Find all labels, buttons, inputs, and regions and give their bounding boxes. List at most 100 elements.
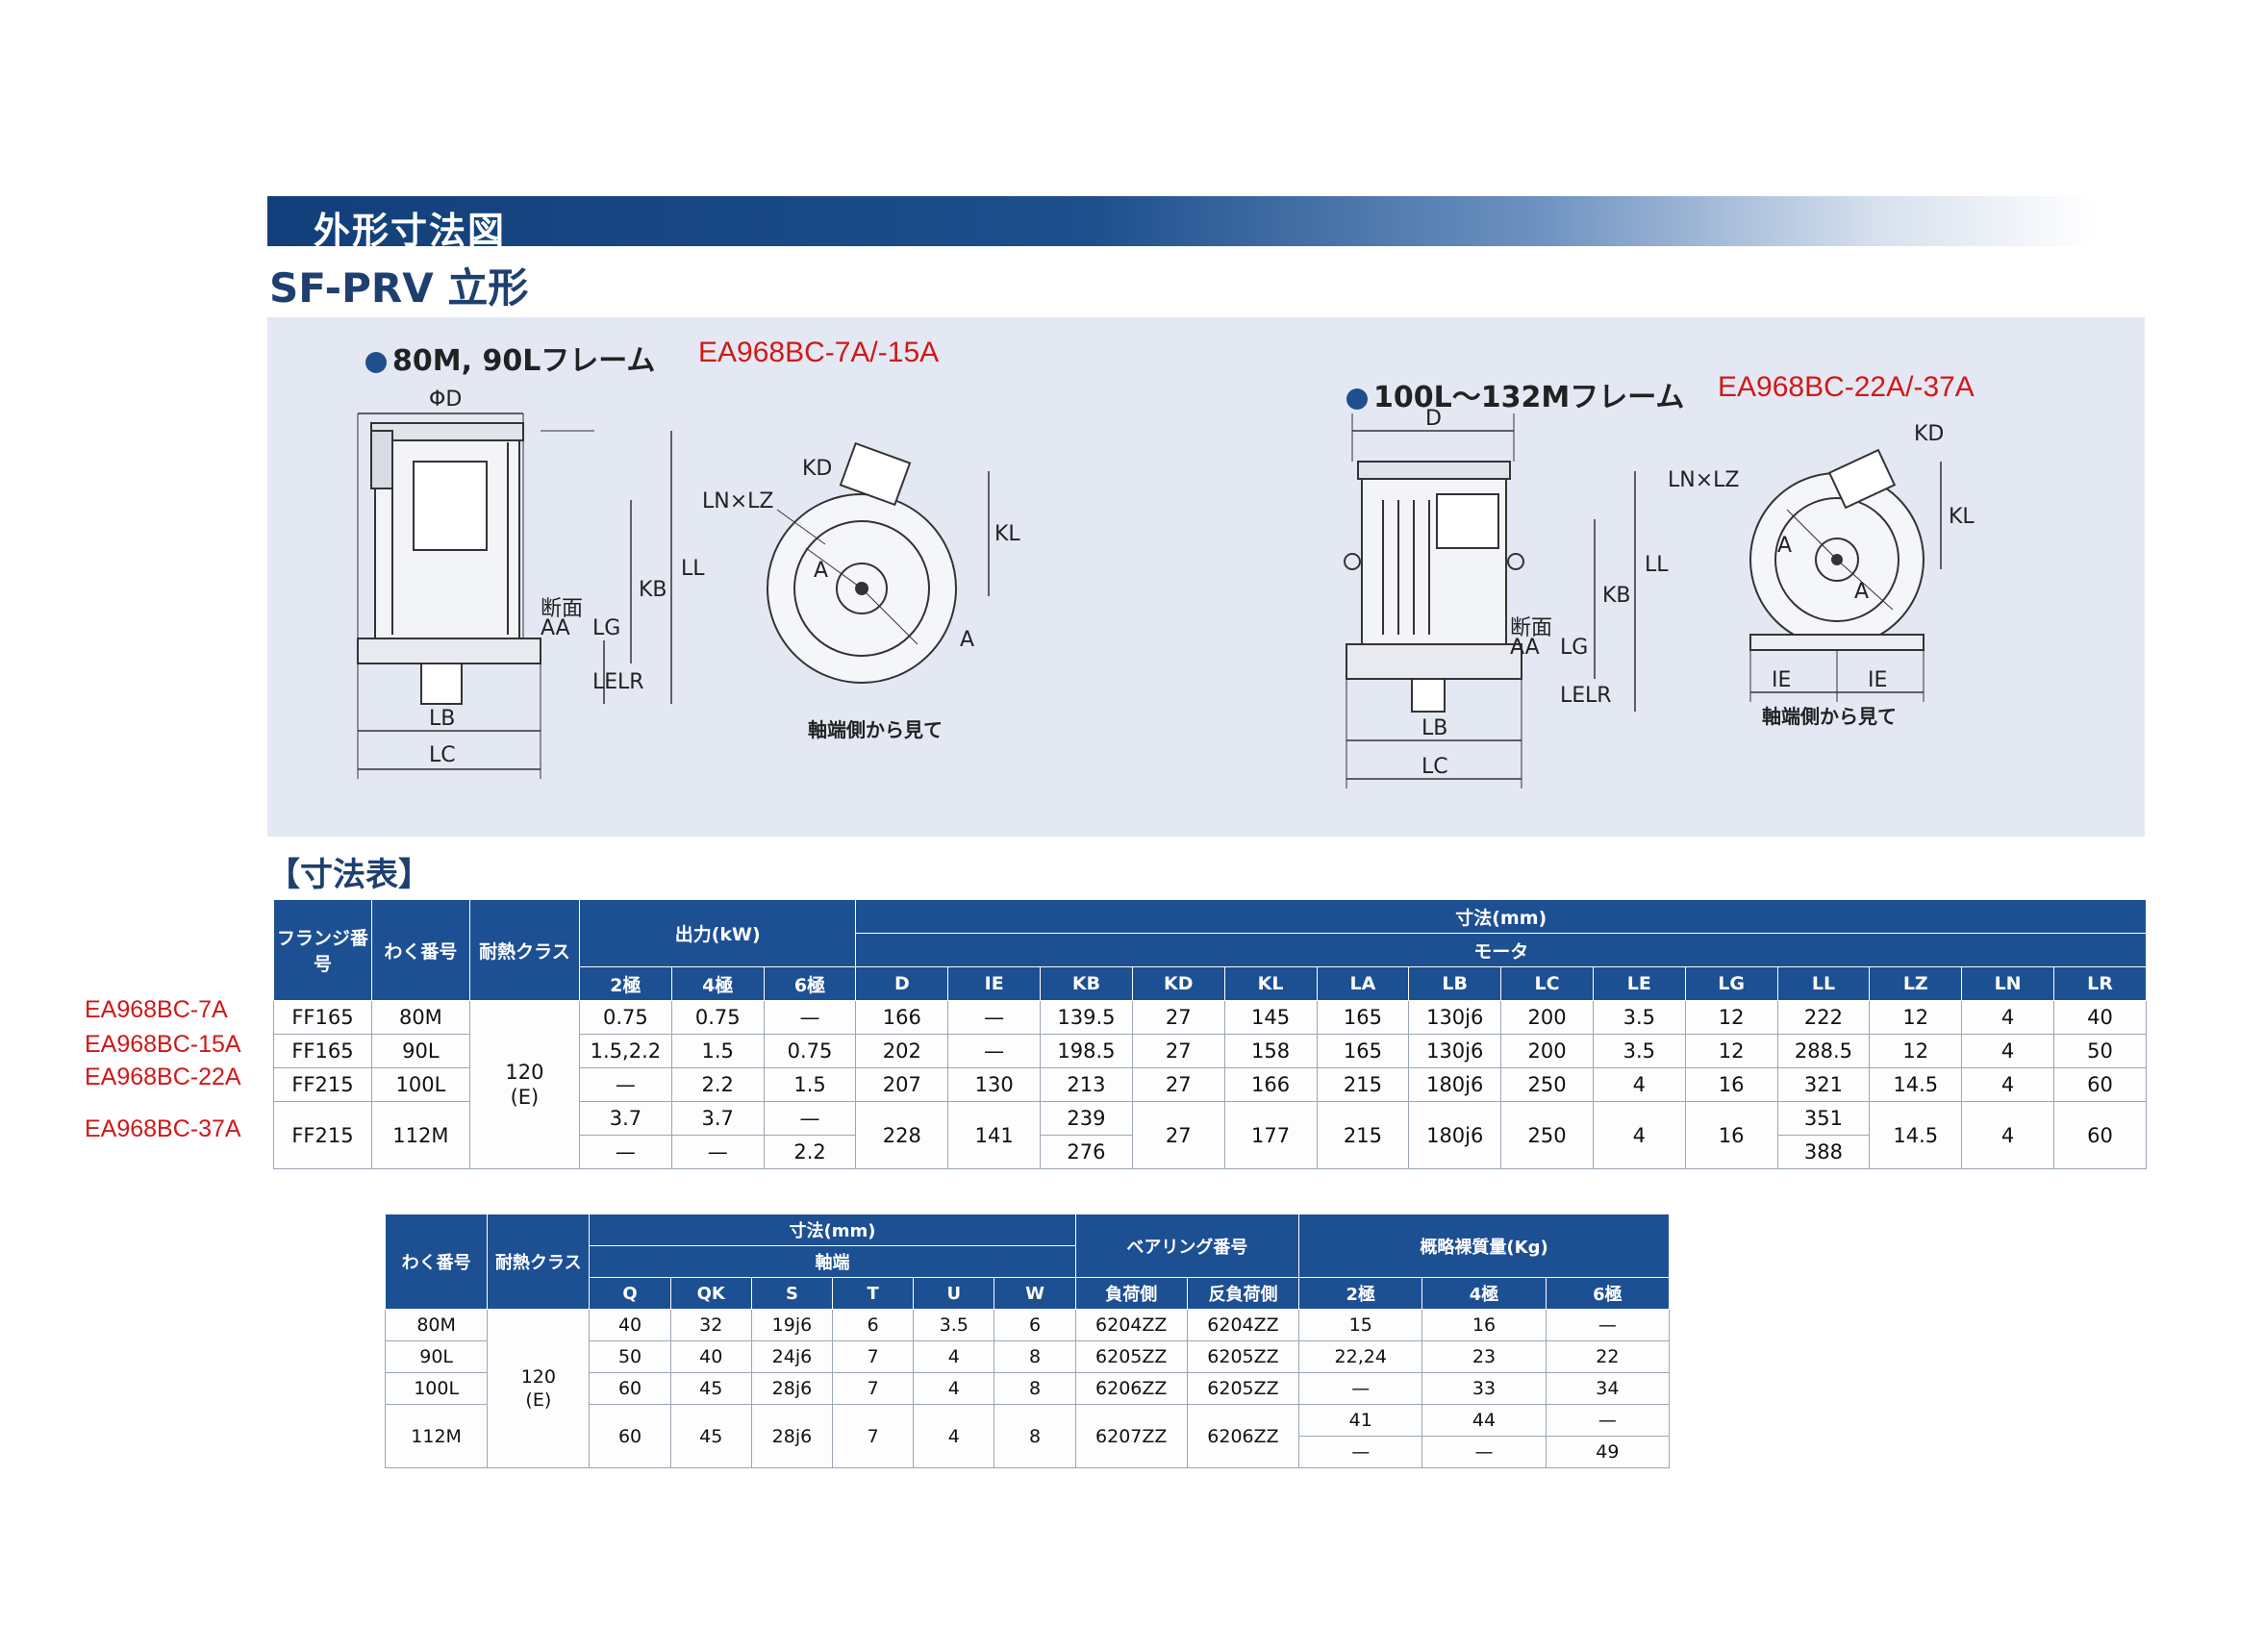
label-a: A <box>960 628 974 652</box>
bullet-icon <box>365 351 387 373</box>
label-kd-r: KD <box>1914 422 1944 446</box>
table-cell: 27 <box>1131 1034 1225 1068</box>
table-cell: 23 <box>1421 1340 1547 1373</box>
table-cell: 180j6 <box>1408 1067 1502 1102</box>
table-cell: — <box>947 1000 1042 1035</box>
heat-class-cell: 120 (E) <box>487 1309 591 1468</box>
table-cell: — <box>1545 1309 1671 1341</box>
table-cell: 276 <box>1040 1135 1133 1169</box>
header-dims: 寸法(mm) <box>855 899 2147 934</box>
header-motor: モータ <box>855 933 2147 967</box>
label-d: D <box>1425 407 1442 431</box>
table-cell: — <box>1298 1372 1423 1405</box>
table-cell: 0.75 <box>763 1034 857 1068</box>
label-a2-r: A <box>1854 580 1869 604</box>
label-ln-lz: LN×LZ <box>702 489 773 513</box>
table-cell: — <box>947 1034 1042 1068</box>
label-section: 断面 <box>541 597 583 621</box>
header-bearing-load: 負荷側 <box>1074 1277 1188 1310</box>
table-cell: 2.2 <box>763 1135 857 1169</box>
table-cell: 90L <box>384 1340 489 1373</box>
header-dims: 寸法(mm) <box>589 1214 1076 1246</box>
table-cell: 27 <box>1131 1000 1225 1035</box>
model-codes-right: EA968BC-22A/-37A <box>1718 371 1975 403</box>
table-cell: 215 <box>1316 1067 1410 1102</box>
frame-title-right: 100L～132Mフレーム <box>1346 373 1684 415</box>
table-cell: 16 <box>1421 1309 1547 1341</box>
table-row: 80M 120 (E) 40 32 19j6 6 3.5 6 6204ZZ 62… <box>384 1309 1671 1468</box>
header-shaft: 軸端 <box>589 1245 1076 1278</box>
table-cell: 6205ZZ <box>1186 1340 1300 1373</box>
left-side-labels: ΦD LB LC LL KB 断面 AA LG LE LR <box>429 388 705 767</box>
table-cell: 49 <box>1545 1436 1671 1468</box>
table-cell: 3.5 <box>913 1309 995 1341</box>
table-cell: 12 <box>1684 1034 1778 1068</box>
table-cell: 207 <box>855 1067 949 1102</box>
left-end-labels: LN×LZ KD KL A A <box>702 457 1020 652</box>
page-title: 外形寸法図 <box>314 210 507 252</box>
table-cell: — <box>1545 1404 1671 1437</box>
table-cell: 8 <box>994 1372 1076 1405</box>
table-cell: 16 <box>1684 1101 1778 1169</box>
label-lg-r: LG <box>1560 636 1588 660</box>
table-cell: 22 <box>1545 1340 1671 1373</box>
table-cell: 1.5,2.2 <box>579 1034 672 1068</box>
label-lb: LB <box>429 707 455 731</box>
table-cell: 228 <box>855 1101 949 1169</box>
table-cell: — <box>579 1135 672 1169</box>
table-cell: 250 <box>1500 1067 1594 1102</box>
table-cell: 198.5 <box>1040 1034 1133 1068</box>
header-col: LL <box>1776 966 1871 1001</box>
shaft-bearing-table: わく番号 耐熱クラス 寸法(mm) ベアリング番号 概略裸質量(Kg) 軸端 Q… <box>384 1214 1671 1468</box>
table-cell: 28j6 <box>750 1404 834 1468</box>
table-cell: 6206ZZ <box>1186 1404 1300 1468</box>
table-cell: 4 <box>913 1340 995 1373</box>
table-row: FF165 90L 1.5,2.2 1.5 0.75 202 — 198.5 2… <box>273 1034 2147 1068</box>
table-cell: 45 <box>669 1372 752 1405</box>
label-kb-r: KB <box>1602 584 1631 608</box>
table-cell: 165 <box>1316 1000 1410 1035</box>
table-cell: 388 <box>1776 1135 1871 1169</box>
label-kd: KD <box>802 457 832 481</box>
label-od: ΦD <box>429 388 462 412</box>
table-cell: 215 <box>1316 1101 1410 1169</box>
table-cell: 6 <box>994 1309 1076 1341</box>
table-cell: 12 <box>1869 1034 1963 1068</box>
table-cell: 60 <box>589 1404 671 1468</box>
label-ie-right: IE <box>1868 668 1887 692</box>
table-cell: 166 <box>855 1000 949 1035</box>
header-col: IE <box>947 966 1042 1001</box>
table-cell: 8 <box>994 1340 1076 1373</box>
table-cell: 50 <box>2053 1034 2147 1068</box>
header-col: LN <box>1961 966 2054 1001</box>
label-ll-r: LL <box>1645 553 1669 577</box>
table-cell: 130j6 <box>1408 1000 1502 1035</box>
table-cell: 0.75 <box>579 1000 672 1035</box>
header-col: U <box>913 1277 995 1310</box>
side-label-15a: EA968BC-15A <box>85 1031 241 1058</box>
side-label-22a: EA968BC-22A <box>85 1064 241 1090</box>
table-cell: 41 <box>1298 1404 1423 1437</box>
table-cell: 80M <box>384 1309 489 1341</box>
page-subtitle: SF-PRV 立形 <box>269 264 529 312</box>
view-note-right: 軸端側から見て <box>1762 705 1897 728</box>
table-cell: 351 <box>1776 1101 1871 1136</box>
header-output: 出力(kW) <box>578 899 857 967</box>
table-cell: 1.5 <box>763 1067 857 1102</box>
header-pole-6: 6極 <box>1545 1277 1671 1310</box>
table-cell: 33 <box>1421 1372 1547 1405</box>
table-cell: 1.5 <box>670 1034 765 1068</box>
table-cell: 3.7 <box>579 1101 672 1136</box>
table-cell: — <box>763 1000 857 1035</box>
table-cell: — <box>579 1067 672 1102</box>
table-cell: 4 <box>1961 1101 2054 1169</box>
header-col: LR <box>2053 966 2147 1001</box>
table-cell: 141 <box>947 1101 1042 1169</box>
table-cell: 27 <box>1131 1101 1225 1169</box>
table-cell: 8 <box>994 1404 1076 1468</box>
table-cell: 4 <box>1961 1067 2054 1102</box>
table-cell: 28j6 <box>750 1372 834 1405</box>
table-cell: 250 <box>1500 1101 1594 1169</box>
header-col: KB <box>1040 966 1133 1001</box>
table-cell: FF165 <box>273 1000 372 1035</box>
